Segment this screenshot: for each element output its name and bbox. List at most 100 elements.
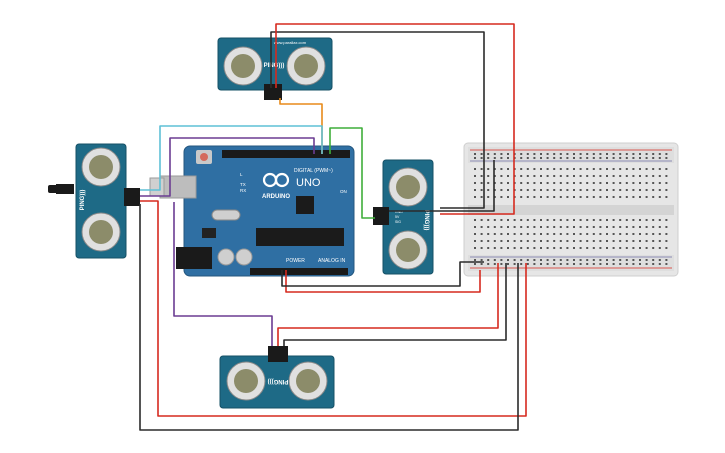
sensor-right-pin-gnd: GND [395, 210, 403, 214]
breadboard-hole [480, 226, 483, 228]
breadboard-hole [665, 259, 668, 261]
wire-arduino-gnd-black [281, 261, 484, 287]
breadboard-hole [625, 175, 628, 177]
breadboard-hole [645, 240, 648, 242]
breadboard-hole [573, 219, 575, 221]
breadboard-hole [520, 182, 523, 184]
digital-header[interactable] [222, 150, 350, 158]
breadboard-hole [639, 175, 641, 177]
breadboard-hole [507, 263, 509, 265]
breadboard-hole [546, 153, 549, 155]
breadboard-hole [612, 189, 615, 191]
breadboard-hole [566, 153, 569, 155]
breadboard-hole [599, 263, 602, 265]
breadboard-hole [573, 175, 575, 177]
breadboard-hole [586, 219, 589, 221]
breadboard-hole [474, 240, 476, 242]
breadboard-hole [487, 247, 490, 249]
breadboard-hole [619, 157, 622, 159]
breadboard-hole [645, 189, 648, 191]
ultrasonic-sensor-right[interactable]: PING))) GND 5V SIG [373, 159, 434, 275]
breadboard-hole [493, 157, 496, 159]
sensor-top-pins[interactable] [264, 84, 282, 100]
breadboard-hole [559, 233, 562, 235]
breadboard-hole [566, 157, 569, 159]
breadboard-hole [520, 153, 523, 155]
breadboard-hole [553, 233, 556, 235]
breadboard-hole [586, 189, 589, 191]
wire-top-black [270, 31, 485, 209]
breadboard-hole [474, 182, 476, 184]
breadboard-hole [487, 153, 490, 155]
breadboard-hole [566, 226, 569, 228]
sensor-left-pins[interactable] [124, 188, 140, 206]
breadboard-hole [507, 189, 509, 191]
wires[interactable] [139, 23, 527, 431]
breadboard-hole [586, 259, 589, 261]
breadboard-hole [586, 153, 589, 155]
breadboard-hole [520, 189, 523, 191]
breadboard-hole [513, 240, 516, 242]
breadboard-hole [553, 263, 556, 265]
breadboard-hole [500, 259, 503, 261]
breadboard-hole [639, 219, 641, 221]
power-jack[interactable] [176, 247, 212, 269]
ultrasonic-sensor-top[interactable]: PING))) www.parallax.com [217, 37, 333, 100]
breadboard-hole [612, 263, 615, 265]
breadboard-hole [507, 240, 509, 242]
breadboard-hole [553, 153, 556, 155]
breadboard-hole [540, 182, 542, 184]
breadboard-hole [553, 189, 556, 191]
breadboard-hole [599, 168, 602, 170]
breadboard-hole [592, 219, 595, 221]
sensor-right-pins[interactable] [373, 207, 389, 225]
breadboard-hole [579, 168, 582, 170]
usb-port[interactable] [159, 175, 197, 199]
breadboard-hole [619, 233, 622, 235]
sensor-bottom-pins[interactable] [268, 346, 288, 362]
ultrasonic-sensor-bottom[interactable]: PING))) [219, 346, 335, 409]
breadboard-hole [493, 219, 496, 221]
breadboard-hole [487, 226, 490, 228]
breadboard-hole [559, 182, 562, 184]
breadboard-hole [474, 263, 476, 265]
breadboard-hole [480, 153, 483, 155]
breadboard-hole [520, 196, 523, 198]
breadboard-hole [540, 259, 542, 261]
breadboard[interactable] [463, 142, 679, 277]
reset-button[interactable] [200, 153, 208, 161]
breadboard-hole [612, 175, 615, 177]
breadboard-hole [619, 219, 622, 221]
breadboard-hole [592, 168, 595, 170]
wire-left-cyan [140, 125, 323, 191]
breadboard-hole [592, 233, 595, 235]
breadboard-hole [665, 226, 668, 228]
breadboard-hole [579, 240, 582, 242]
breadboard-hole [507, 226, 509, 228]
breadboard-hole [652, 182, 655, 184]
breadboard-hole [652, 175, 655, 177]
ultrasonic-sensor-left[interactable]: PING))) [48, 143, 140, 259]
breadboard-hole [540, 168, 542, 170]
breadboard-hole [533, 233, 536, 235]
breadboard-hole [474, 175, 476, 177]
breadboard-hole [592, 189, 595, 191]
breadboard-hole [573, 247, 575, 249]
arduino-uno-board[interactable]: ARDUINO UNO DIGITAL (PWM~) POWER ANALOG … [149, 145, 355, 277]
breadboard-hole [658, 226, 661, 228]
breadboard-hole [573, 233, 575, 235]
breadboard-hole [665, 247, 668, 249]
breadboard-hole [586, 247, 589, 249]
breadboard-hole [474, 153, 476, 155]
breadboard-hole [500, 189, 503, 191]
breadboard-hole [573, 240, 575, 242]
breadboard-hole [540, 157, 542, 159]
breadboard-hole [540, 240, 542, 242]
breadboard-hole [513, 233, 516, 235]
breadboard-hole [573, 157, 575, 159]
breadboard-hole [632, 226, 635, 228]
breadboard-hole [639, 189, 641, 191]
power-analog-header[interactable] [250, 268, 348, 275]
breadboard-hole [599, 226, 602, 228]
